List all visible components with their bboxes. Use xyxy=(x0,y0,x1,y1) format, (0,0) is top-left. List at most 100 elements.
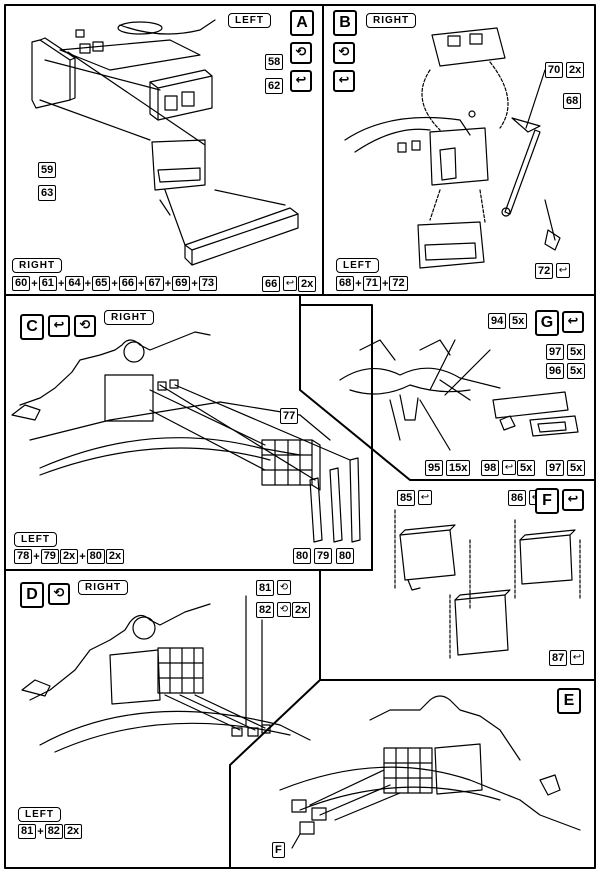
seq-item: 2x xyxy=(59,549,79,564)
part-82: 82 xyxy=(256,602,275,618)
seq-item: 69 xyxy=(172,276,191,291)
panel-a-side-label: LEFT xyxy=(228,13,271,28)
part-86: 86 xyxy=(508,490,527,506)
seq-item: 67 xyxy=(145,276,164,291)
panel-c-left-sequence: 78+ 79 2x+ 80 2x xyxy=(14,549,125,564)
panel-d-step: D xyxy=(20,582,44,608)
divider-g xyxy=(299,304,596,481)
part-82-qty: 2x xyxy=(292,602,311,618)
flip-icon: ⟲ xyxy=(48,583,70,605)
plus-icon: + xyxy=(37,825,44,838)
sheet-frame xyxy=(4,4,596,869)
panel-b-side-label: RIGHT xyxy=(366,13,417,28)
plus-icon: + xyxy=(381,277,389,290)
part-80b: 80 xyxy=(336,548,355,564)
part-97a-qty: 5x xyxy=(567,344,586,360)
part-98-qty: 5x xyxy=(517,460,536,476)
panel-c-step: C xyxy=(20,314,44,340)
part-58: 58 xyxy=(265,54,284,70)
part-97a: 97 xyxy=(546,344,565,360)
glue-icon: ↩ xyxy=(333,70,355,92)
part-80a: 80 xyxy=(293,548,312,564)
flip-icon: ⟲ xyxy=(277,602,291,617)
part-81: 81 xyxy=(256,580,275,596)
seq-item: 2x xyxy=(63,824,83,839)
glue-icon: ↩ xyxy=(562,311,584,333)
panel-e-step: E xyxy=(557,688,581,714)
panel-g-step: G xyxy=(535,310,559,336)
seq-item: 65 xyxy=(92,276,111,291)
part-97b: 97 xyxy=(546,460,565,476)
part-96-qty: 5x xyxy=(567,363,586,379)
seq-item: 82 xyxy=(44,824,63,839)
plus-icon: + xyxy=(57,277,65,290)
panel-a-right-sequence: 60+ 61+ 64+ 65+ 66+ 67+ 69+ 73 xyxy=(12,276,218,291)
panel-a-step: A xyxy=(290,10,314,36)
plus-icon: + xyxy=(84,277,92,290)
glue-icon: ↩ xyxy=(418,490,432,505)
panel-b-left-sequence: 68+ 71+ 72 xyxy=(336,276,408,291)
plus-icon: + xyxy=(79,550,86,563)
seq-item: 71 xyxy=(362,276,381,291)
panel-f-drawing xyxy=(394,509,581,661)
part-97b-qty: 5x xyxy=(567,460,586,476)
part-95: 95 xyxy=(425,460,444,476)
part-59: 59 xyxy=(38,162,57,178)
panel-c-left-label: LEFT xyxy=(14,532,57,547)
panel-d-left-sequence: 81+ 82 2x xyxy=(18,824,83,839)
panel-d-left-label: LEFT xyxy=(18,807,61,822)
seq-item: 79 xyxy=(40,549,59,564)
flip-icon: ⟲ xyxy=(74,315,96,337)
divider-cg xyxy=(299,294,373,571)
panel-f-step: F xyxy=(535,488,559,514)
part-70-qty: 2x xyxy=(566,62,585,78)
part-94-qty: 5x xyxy=(509,313,528,329)
panel-e-drawing xyxy=(279,695,581,849)
seq-item: 66 xyxy=(118,276,137,291)
part-96: 96 xyxy=(546,363,565,379)
panel-b-drawing xyxy=(344,27,561,269)
flip-icon: ⟲ xyxy=(277,580,291,595)
panel-c-side-label: RIGHT xyxy=(104,310,155,325)
part-98: 98 xyxy=(481,460,500,476)
plus-icon: + xyxy=(31,277,38,290)
plus-icon: + xyxy=(191,277,198,290)
plus-icon: + xyxy=(355,277,362,290)
part-68: 68 xyxy=(563,93,582,109)
part-72: 72 xyxy=(535,263,554,279)
part-70: 70 xyxy=(545,62,564,78)
glue-icon: ↩ xyxy=(283,276,297,291)
seq-item: 81 xyxy=(18,824,37,839)
panel-g-drawing xyxy=(339,339,579,451)
panel-b-step: B xyxy=(333,10,357,36)
plus-icon: + xyxy=(164,277,172,290)
seq-item: 2x xyxy=(105,549,125,564)
flip-icon: ⟲ xyxy=(290,42,312,64)
flip-icon: ⟲ xyxy=(333,42,355,64)
part-62: 62 xyxy=(265,78,284,94)
seq-item: 78 xyxy=(14,549,33,564)
seq-item: 61 xyxy=(38,276,57,291)
divider-de xyxy=(229,569,321,869)
panel-d-drawing xyxy=(21,595,311,753)
part-79: 79 xyxy=(314,548,333,564)
glue-icon: ↩ xyxy=(48,315,70,337)
plus-icon: + xyxy=(138,277,145,290)
panel-c-drawing xyxy=(11,331,361,543)
part-63: 63 xyxy=(38,185,57,201)
glue-icon: ↩ xyxy=(290,70,312,92)
glue-icon: ↩ xyxy=(556,263,570,278)
plus-icon: + xyxy=(33,550,40,563)
plus-icon: + xyxy=(111,277,118,290)
part-85: 85 xyxy=(397,490,416,506)
part-87: 87 xyxy=(549,650,568,666)
panel-e-ref-f: F xyxy=(272,842,285,858)
seq-item: 80 xyxy=(86,549,105,564)
glue-icon: ↩ xyxy=(502,460,516,475)
panel-a-right-label: RIGHT xyxy=(12,258,63,273)
part-66-qty: 2x xyxy=(298,276,317,292)
seq-item: 72 xyxy=(389,276,408,291)
panel-b-left-label: LEFT xyxy=(336,258,379,273)
